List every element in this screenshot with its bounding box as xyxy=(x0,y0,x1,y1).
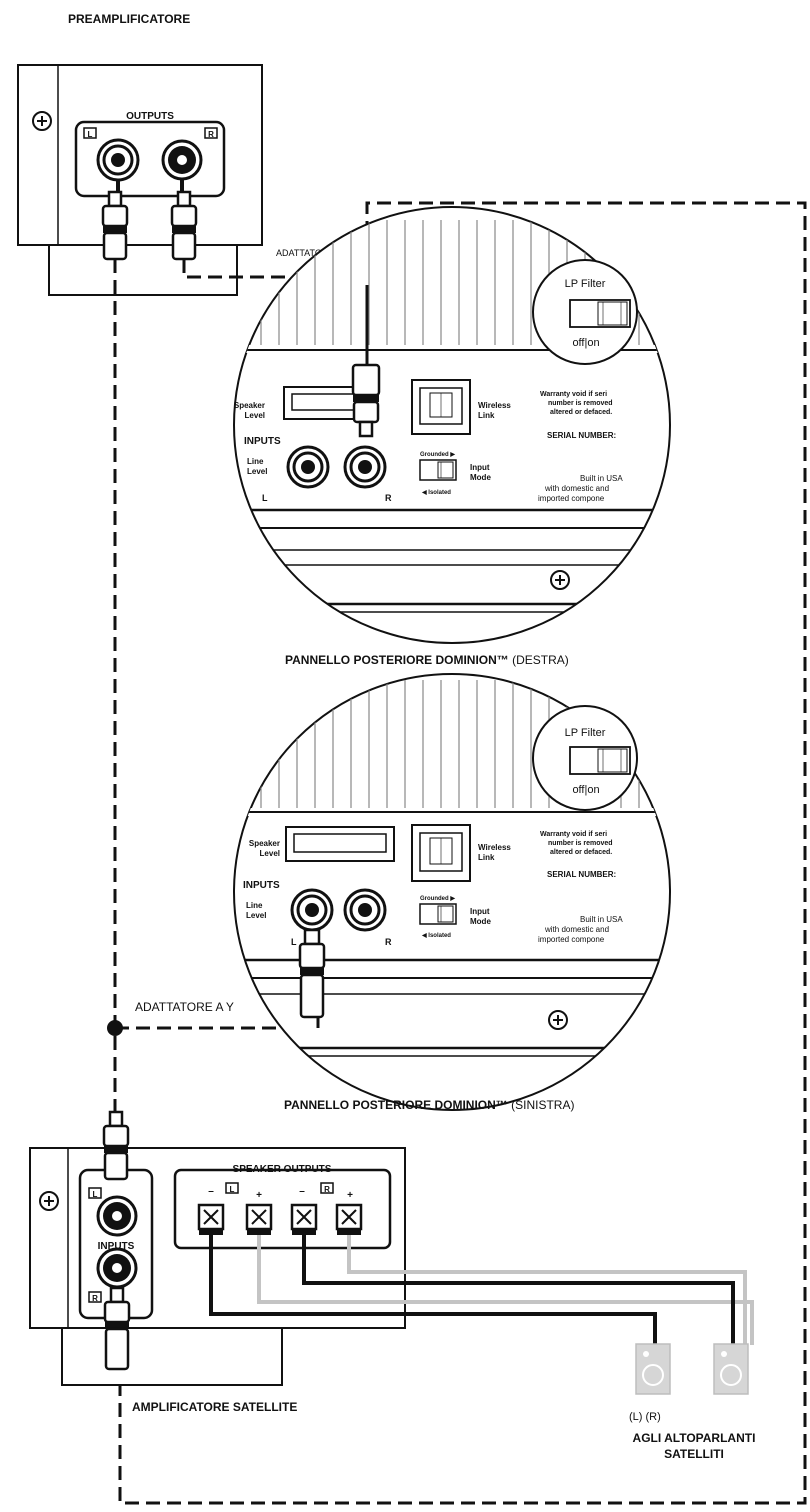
preamp-left-badge: L xyxy=(88,130,93,139)
panel-left-input-plug xyxy=(298,942,326,970)
panel-right-speaker-level-1: Speaker xyxy=(234,401,265,410)
dominion-panel-left: Speaker Level Wireless Link INPUTS Line … xyxy=(233,673,671,1111)
out-l-plus: + xyxy=(256,1190,262,1201)
panel-right-built-3: imported compone xyxy=(538,494,605,503)
panel-left-warranty-3: altered or defaced. xyxy=(550,849,612,856)
panel-right-built-1: Built in USA xyxy=(580,474,623,483)
speakers-caption-1: AGLI ALTOPARLANTI xyxy=(633,1431,756,1445)
panel-right-warranty-2: number is removed xyxy=(548,400,613,407)
panel-right-input-mode-2: Mode xyxy=(470,473,491,482)
panel-left-input-l[interactable] xyxy=(290,888,334,932)
panel-left-r: R xyxy=(385,937,392,947)
panel-right-inputs-label: INPUTS xyxy=(244,436,281,447)
terminal-l-plus[interactable] xyxy=(245,1203,273,1237)
speakers-caption-2: SATELLITI xyxy=(664,1447,724,1461)
satellite-l-output-badge: L xyxy=(230,1185,235,1194)
panel-right-lp-filter: LP Filter xyxy=(565,278,606,290)
preamp-outputs-label: OUTPUTS xyxy=(126,111,174,122)
panel-right-input-mode-1: Input xyxy=(470,463,490,472)
panel-right-wireless-1: Wireless xyxy=(478,401,511,410)
satellite-l-input-badge: L xyxy=(93,1190,98,1199)
satellite-input-l-jack[interactable] xyxy=(96,1195,138,1237)
panel-left-grounded: Grounded ▶ xyxy=(420,895,455,902)
panel-right-speaker-plug xyxy=(351,363,381,397)
panel-left-off-on: off|on xyxy=(572,784,599,796)
terminal-l-minus[interactable] xyxy=(197,1203,225,1237)
speaker-outputs-label: SPEAKER OUTPUTS xyxy=(233,1164,332,1175)
y-adapter-label-top: ADATTATORE A Y xyxy=(276,248,350,258)
panel-right-off-on: off|on xyxy=(572,337,599,349)
out-l-minus: – xyxy=(208,1186,214,1197)
preamp-left-jack[interactable] xyxy=(96,138,140,182)
satellite-inputs-label: INPUTS xyxy=(98,1241,135,1252)
panel-left-l: L xyxy=(291,937,297,947)
panel-right-caption: PANNELLO POSTERIORE DOMINION™ (DESTRA) xyxy=(285,653,569,667)
satellite-r-output-badge: R xyxy=(324,1185,330,1194)
preamp-right-badge: R xyxy=(208,130,214,139)
speaker-right-icon xyxy=(713,1343,749,1395)
panel-left-input-mode-1: Input xyxy=(470,907,490,916)
satellite-input-r-jack[interactable] xyxy=(96,1247,138,1289)
panel-right-grounded: Grounded ▶ xyxy=(420,451,455,458)
panel-right-line-level-1: Line xyxy=(247,457,264,466)
out-r-minus: – xyxy=(299,1186,305,1197)
panel-right-input-r[interactable] xyxy=(343,445,387,489)
panel-right-screw-icon xyxy=(550,570,570,590)
preamp-unit: OUTPUTS L R xyxy=(17,64,263,296)
preamp-title: PREAMPLIFICATORE xyxy=(68,12,190,26)
speakers-lr-label: (L) (R) xyxy=(629,1411,661,1423)
panel-left-warranty-1: Warranty void if seri xyxy=(540,831,607,838)
panel-left-line-level-2: Level xyxy=(246,911,266,920)
panel-left-wireless-1: Wireless xyxy=(478,843,511,852)
panel-right-warranty-3: altered or defaced. xyxy=(550,409,612,416)
panel-left-line-level-1: Line xyxy=(246,901,263,910)
panel-right-r: R xyxy=(385,493,392,503)
y-adapter-node-bottom xyxy=(107,1020,123,1036)
panel-right-speaker-level-2: Level xyxy=(245,411,265,420)
panel-left-built-3: imported compone xyxy=(538,935,605,944)
out-r-plus: + xyxy=(347,1190,353,1201)
satellite-input-plug-bottom xyxy=(103,1286,131,1371)
y-adapter-label-bottom: ADATTATORE A Y xyxy=(135,1000,234,1014)
panel-left-caption: PANNELLO POSTERIORE DOMINION™ (SINISTRA) xyxy=(284,1098,574,1112)
panel-right-isolated: ◀ Isolated xyxy=(421,489,451,496)
panel-left-speaker-level-2: Level xyxy=(260,849,280,858)
panel-left-isolated: ◀ Isolated xyxy=(421,932,451,939)
panel-left-screw-icon xyxy=(548,1010,568,1030)
panel-right-serial: SERIAL NUMBER: xyxy=(547,431,616,440)
terminal-r-plus[interactable] xyxy=(335,1203,363,1237)
satellite-amp-screw-icon xyxy=(39,1191,59,1211)
panel-right-built-2: with domestic and xyxy=(544,484,609,493)
panel-left-serial: SERIAL NUMBER: xyxy=(547,870,616,879)
satellite-r-input-badge: R xyxy=(92,1294,98,1303)
panel-left-built-1: Built in USA xyxy=(580,915,623,924)
panel-right-wireless-2: Link xyxy=(478,411,495,420)
panel-left-input-mode-2: Mode xyxy=(470,917,491,926)
panel-left-built-2: with domestic and xyxy=(544,925,609,934)
dominion-panel-right: Speaker Level Wireless Link INPUTS Line … xyxy=(233,206,671,644)
panel-left-lp-filter: LP Filter xyxy=(565,727,606,739)
panel-left-input-r[interactable] xyxy=(343,888,387,932)
speaker-left-icon xyxy=(635,1343,671,1395)
panel-right-line-level-2: Level xyxy=(247,467,267,476)
satellite-input-plug-top xyxy=(102,1110,130,1181)
satellite-amp-title: AMPLIFICATORE SATELLITE xyxy=(132,1400,297,1414)
panel-right-warranty-1: Warranty void if seri xyxy=(540,391,607,398)
satellite-amp-unit: L R INPUTS SPEAKER OUTPUTS – L + – R + xyxy=(29,1147,406,1386)
panel-right-input-l[interactable] xyxy=(286,445,330,489)
panel-left-inputs-label: INPUTS xyxy=(243,880,280,891)
panel-left-warranty-2: number is removed xyxy=(548,840,613,847)
preamp-right-jack[interactable] xyxy=(161,139,203,181)
panel-left-speaker-level-1: Speaker xyxy=(249,839,280,848)
terminal-r-minus[interactable] xyxy=(290,1203,318,1237)
speaker-wires xyxy=(209,1235,754,1345)
preamp-screw-icon xyxy=(32,111,52,131)
panel-left-wireless-2: Link xyxy=(478,853,495,862)
panel-right-l: L xyxy=(262,493,268,503)
